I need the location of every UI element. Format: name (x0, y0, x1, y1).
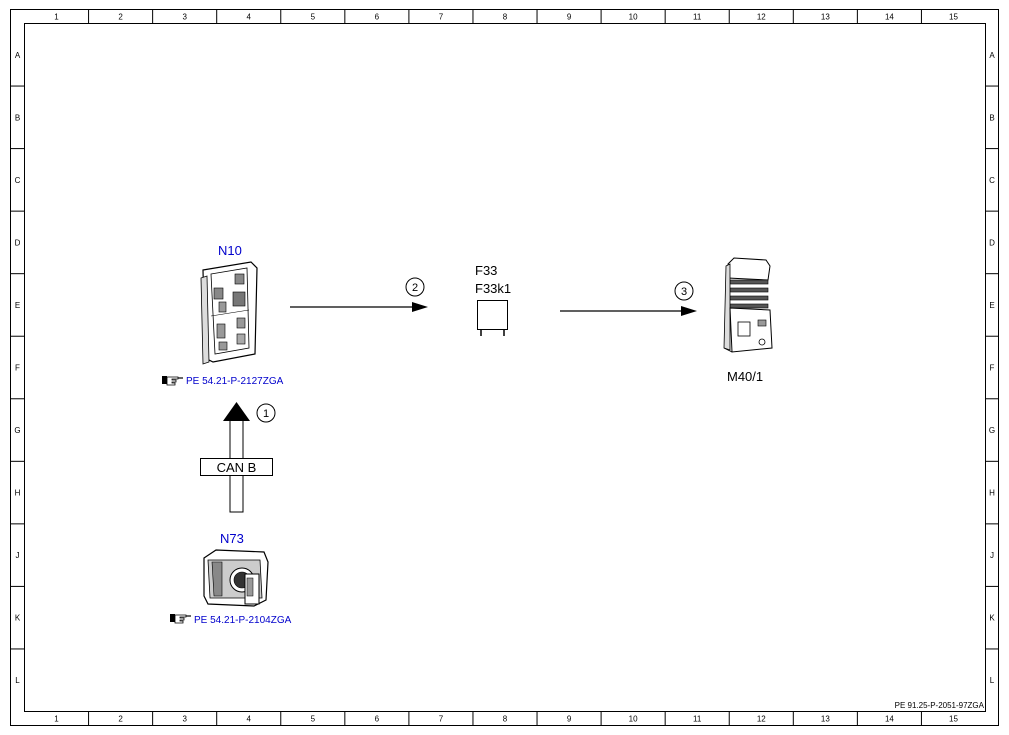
n10-module-icon[interactable] (200, 261, 258, 365)
step-1-number: 1 (263, 408, 269, 420)
signal-arrow-2 (290, 302, 428, 312)
column-label-top: 14 (885, 13, 894, 22)
column-label-top: 10 (629, 13, 638, 22)
column-label-top: 15 (949, 13, 958, 22)
row-label-right: G (989, 426, 995, 435)
column-label-bottom: 7 (439, 715, 444, 724)
row-label-left: J (16, 551, 20, 560)
f33-label: F33 (475, 263, 497, 278)
column-label-top: 7 (439, 13, 444, 22)
row-label-right: A (989, 51, 995, 60)
n10-reference-text: PE 54.21-P-2127ZGA (186, 376, 284, 387)
column-label-bottom: 5 (311, 715, 316, 724)
can-bus-label-box (200, 458, 273, 476)
row-label-right: H (989, 489, 995, 498)
column-label-top: 9 (567, 13, 572, 22)
n73-reference-text: PE 54.21-P-2104ZGA (194, 615, 292, 626)
row-label-right: C (989, 176, 995, 185)
row-label-left: H (15, 489, 21, 498)
row-ruler-left: A B C D E F G H J K L (10, 51, 25, 685)
column-label-bottom: 15 (949, 715, 958, 724)
column-label-bottom: 14 (885, 715, 894, 724)
row-label-right: L (990, 676, 995, 685)
can-bus-arrow (223, 402, 250, 513)
step-3-circle (674, 281, 694, 301)
row-label-left: F (15, 364, 20, 373)
column-label-top: 8 (503, 13, 508, 22)
row-label-left: A (15, 51, 21, 60)
row-label-right: D (989, 238, 995, 247)
hand-pointer-icon (162, 376, 183, 386)
column-label-bottom: 4 (247, 715, 252, 724)
column-label-top: 3 (182, 13, 187, 22)
column-label-top: 12 (757, 13, 766, 22)
row-label-right: B (989, 113, 994, 122)
drawing-area (24, 23, 986, 712)
row-label-left: K (15, 614, 21, 623)
row-label-left: C (15, 176, 21, 185)
n73-label: N73 (220, 531, 244, 546)
n73-reference-link[interactable]: PE 54.21-P-2104ZGA (170, 614, 292, 626)
column-label-bottom: 8 (503, 715, 508, 724)
column-label-top: 13 (821, 13, 830, 22)
column-label-bottom: 12 (757, 715, 766, 724)
f33-fuse-relay-icon[interactable] (477, 300, 508, 337)
row-label-right: K (989, 614, 995, 623)
row-ruler-right: A B C D E F G H J K L (985, 51, 999, 685)
column-label-bottom: 1 (54, 715, 59, 724)
outer-frame (10, 9, 999, 726)
m40-actuator-icon[interactable] (723, 257, 773, 353)
column-label-top: 11 (693, 13, 702, 22)
row-label-left: E (15, 301, 20, 310)
m40-label: M40/1 (727, 369, 763, 384)
column-label-top: 1 (54, 13, 59, 22)
column-label-bottom: 10 (629, 715, 638, 724)
row-label-left: B (15, 113, 20, 122)
step-1-circle (256, 403, 276, 423)
column-label-bottom: 3 (182, 715, 187, 724)
step-3-number: 3 (681, 286, 687, 298)
row-label-right: F (990, 364, 995, 373)
column-label-top: 6 (375, 13, 380, 22)
column-label-bottom: 9 (567, 715, 572, 724)
column-label-bottom: 2 (118, 715, 123, 724)
row-label-right: E (989, 301, 994, 310)
document-code: PE 91.25-P-2051-97ZGA (895, 701, 985, 710)
step-2-number: 2 (412, 282, 418, 294)
row-label-left: D (15, 238, 21, 247)
column-label-top: 5 (311, 13, 316, 22)
n10-label: N10 (218, 243, 242, 258)
row-label-right: J (990, 551, 994, 560)
n10-reference-link[interactable]: PE 54.21-P-2127ZGA (162, 376, 284, 387)
row-label-left: L (15, 676, 20, 685)
column-label-top: 4 (247, 13, 252, 22)
column-label-bottom: 11 (693, 715, 702, 724)
column-label-bottom: 6 (375, 715, 380, 724)
n73-ignition-switch-icon[interactable] (203, 549, 269, 607)
column-label-top: 2 (118, 13, 123, 22)
column-label-bottom: 13 (821, 715, 830, 724)
f33k1-label: F33k1 (475, 281, 511, 296)
hand-pointer-icon (170, 614, 191, 624)
signal-arrow-3 (560, 306, 697, 316)
step-2-circle (405, 277, 425, 297)
can-bus-label: CAN B (217, 460, 257, 475)
row-label-left: G (14, 426, 20, 435)
